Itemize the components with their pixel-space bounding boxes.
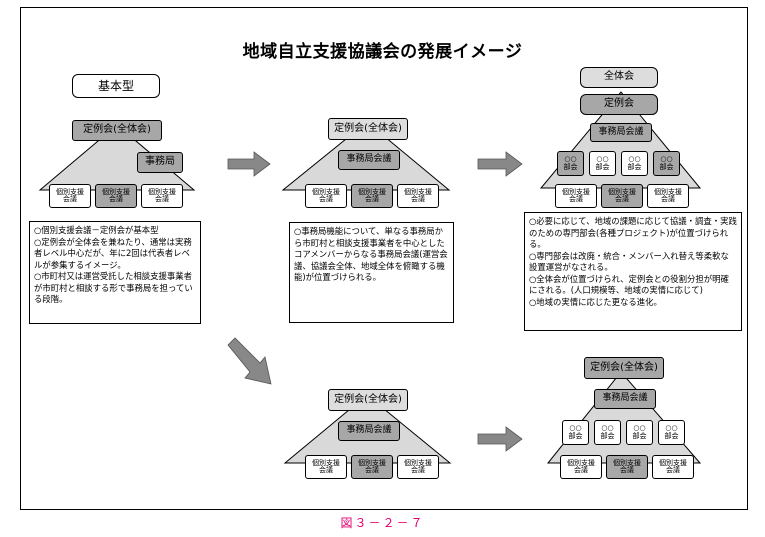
subcommittee-label: 部会 (563, 162, 578, 171)
stage2-individual-meeting-3: 個別支援 会議 (397, 184, 439, 208)
subcommittee-name: ○○ (596, 155, 609, 164)
subcommittee-name: ○○ (660, 155, 673, 164)
arrow-stage1-to-stage2 (227, 151, 271, 177)
subcommittee-label: 部会 (568, 431, 583, 440)
stage3-subcommittee-1: ○○ 部会 (557, 151, 584, 176)
page-title: 地域自立支援協議会の発展イメージ (242, 42, 523, 62)
stage1-individual-meeting-1: 個別支援 会議 (49, 184, 91, 208)
stage5-individual-meeting-3: 個別支援 会議 (652, 455, 694, 479)
stage2-secretariat-meeting-box: 事務局会議 (338, 150, 400, 170)
subcommittee-name: ○○ (601, 424, 614, 433)
stage3-individual-meeting-3: 個別支援 会議 (647, 184, 689, 208)
stage3-description-line: ○専門部会は改廃・統合・メンバー入れ替え等柔軟な設置運営がなされる。 (529, 250, 729, 273)
stage1-description-line: ○個別支援会議－定例会が基本型 (34, 225, 159, 235)
stage3-subcommittee-2: ○○ 部会 (589, 151, 616, 176)
subcommittee-label: 部会 (627, 162, 642, 171)
stage3-description: ○必要に応じて、地域の課題に応じて協議・調査・実践のための専門部会(各種プロジェ… (524, 212, 742, 331)
subcommittee-label: 部会 (600, 431, 615, 440)
stage1-secretariat-box: 事務局 (137, 152, 183, 173)
stage5-subcommittee-2: ○○ 部会 (594, 420, 621, 445)
stage5-individual-meeting-1: 個別支援 会議 (560, 455, 602, 479)
stage4-individual-meeting-2: 個別支援 会議 (351, 455, 393, 479)
stage1-plenary-box: 定例会(全体会) (72, 120, 162, 141)
stage3-description-line: ○全体会が位置づけられ、定例会との役割分担が明確にされる。(人口規模等、地域の実… (529, 273, 729, 296)
arrow-stage1-to-stage4 (227, 337, 272, 385)
stage2-individual-meeting-1: 個別支援 会議 (305, 184, 347, 208)
stage1-description-line: ○定例会が全体会を兼ねたり、通常は実務者レベル中心だが、年に2回は代表者レベルが… (34, 236, 192, 270)
stage3-description-line: ○地域の実情に応じた更なる進化。 (529, 296, 662, 307)
stage3-description-line: ○必要に応じて、地域の課題に応じて協議・調査・実践のための専門部会(各種プロジェ… (529, 216, 737, 249)
stage5-individual-meeting-2: 個別支援 会議 (606, 455, 648, 479)
subcommittee-name: ○○ (633, 424, 646, 433)
subcommittee-label: 部会 (595, 162, 610, 171)
stage4-plenary-box: 定例会(全体会) (328, 389, 408, 411)
subcommittee-label: 部会 (632, 431, 647, 440)
subcommittee-name: ○○ (628, 155, 641, 164)
subcommittee-name: ○○ (665, 424, 678, 433)
stage1-individual-meeting-2: 個別支援 会議 (95, 184, 137, 208)
arrow-stage4-to-stage5 (477, 426, 523, 452)
stage1-type-label: 基本型 (72, 74, 160, 98)
stage5-subcommittee-4: ○○ 部会 (658, 420, 685, 445)
stage2-description: ○事務局機能について、単なる事務局から市町村と相談支援事業者を中心としたコアメン… (289, 222, 454, 323)
stage1-description-line: ○市町村又は運営受託した相談支援事業者が市町村と相談する形で事務局を担っている段… (34, 271, 193, 304)
subcommittee-label: 部会 (659, 162, 674, 171)
stage2-plenary-box: 定例会(全体会) (328, 118, 408, 140)
stage2-individual-meeting-2: 個別支援 会議 (351, 184, 393, 208)
stage4-individual-meeting-3: 個別支援 会議 (397, 455, 439, 479)
stage3-individual-meeting-1: 個別支援 会議 (555, 184, 597, 208)
subcommittee-label: 部会 (664, 431, 679, 440)
stage3-subcommittee-3: ○○ 部会 (621, 151, 648, 176)
stage3-general-assembly-box: 全体会 (580, 67, 658, 88)
stage5-subcommittee-1: ○○ 部会 (562, 420, 589, 445)
stage3-regular-meeting-box: 定例会 (580, 94, 658, 115)
stage4-individual-meeting-1: 個別支援 会議 (305, 455, 347, 479)
pyramid-stage5 (546, 371, 702, 464)
arrow-stage2-to-stage3 (477, 151, 523, 177)
stage3-subcommittee-4: ○○ 部会 (653, 151, 680, 176)
stage3-individual-meeting-2: 個別支援 会議 (601, 184, 643, 208)
stage4-secretariat-meeting-box: 事務局会議 (338, 421, 400, 441)
stage1-description: ○個別支援会議－定例会が基本型 ○定例会が全体会を兼ねたり、通常は実務者レベル中… (29, 221, 201, 324)
stage2-description-line: ○事務局機能について、単なる事務局から市町村と相談支援事業者を中心としたコアメン… (294, 226, 448, 282)
stage1-individual-meeting-3: 個別支援 会議 (141, 184, 183, 208)
stage3-secretariat-meeting-box: 事務局会議 (590, 123, 652, 142)
stage5-secretariat-meeting-box: 事務局会議 (594, 389, 656, 409)
subcommittee-name: ○○ (569, 424, 582, 433)
subcommittee-name: ○○ (564, 155, 577, 164)
stage5-subcommittee-3: ○○ 部会 (626, 420, 653, 445)
figure-caption: 図３－２－７ (340, 516, 425, 530)
stage5-plenary-box: 定例会(全体会) (584, 357, 664, 379)
